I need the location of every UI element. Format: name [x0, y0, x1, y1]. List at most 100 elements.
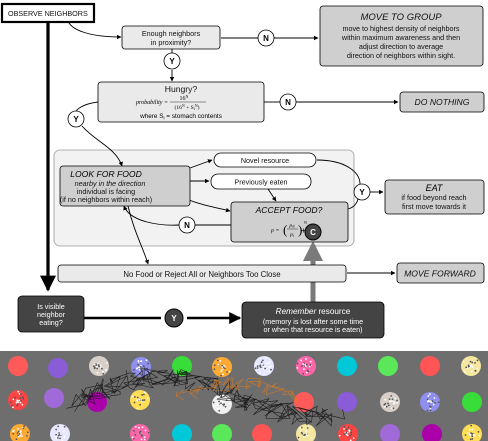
- look-for-food-title: LOOK FOR FOOD: [70, 169, 142, 179]
- move-forward-box: MOVE FORWARD: [396, 262, 485, 284]
- resource-patch: [8, 390, 28, 410]
- move-to-group-box: MOVE TO GROUP move to highest density of…: [319, 5, 484, 67]
- accept-food-plus: +: [301, 226, 306, 235]
- no-food-box: No Food or Reject All or Neighbors Too C…: [57, 264, 347, 283]
- hungry-numerator: 16N: [180, 94, 189, 102]
- arrow-previous-to-accept: [267, 188, 277, 202]
- do-nothing-label: DO NOTHING: [415, 97, 470, 107]
- arrow-novel-to-y: [316, 159, 361, 185]
- resource-patch: [89, 356, 109, 376]
- visible-neighbor-line-2: neighbor: [37, 310, 66, 319]
- n-circle-enough: N: [257, 29, 275, 47]
- n-circle-accept: N: [178, 216, 196, 234]
- enough-neighbors-line-2: in proximity?: [151, 38, 191, 47]
- resource-patch: [172, 424, 192, 441]
- novel-resource-label: Novel resource: [241, 156, 289, 165]
- y-circle-enough: Y: [163, 52, 181, 70]
- resource-patch: [48, 358, 68, 378]
- svg-text:N: N: [285, 98, 291, 107]
- accept-food-bracket-right: ): [298, 222, 302, 237]
- resource-patch: [10, 424, 30, 441]
- remember-resource-box: Remember resource (memory is lost after …: [241, 301, 385, 339]
- look-for-food-line-1: nearby in the direction: [75, 179, 146, 188]
- svg-text:Y: Y: [73, 115, 79, 124]
- move-to-group-line-2: within maximum awareness and then: [341, 33, 460, 42]
- svg-text:Y: Y: [359, 188, 365, 197]
- arrow-look-to-novel: [189, 159, 213, 169]
- eat-box: EAT if food beyond reach first move towa…: [384, 179, 485, 215]
- visible-neighbor-line-3: eating?: [39, 318, 63, 327]
- move-to-group-line-1: move to highest density of neighbors: [342, 24, 459, 33]
- svg-text:Y: Y: [171, 314, 177, 323]
- svg-text:N: N: [184, 221, 190, 230]
- observe-neighbors-label: OBSERVE NEIGHBORS: [8, 9, 88, 18]
- resource-patch: [296, 356, 316, 376]
- resource-patch: [44, 388, 64, 408]
- decision-circles: N Y N Y Y N C Y: [67, 29, 371, 328]
- svg-text:N: N: [263, 34, 269, 43]
- resource-patch: [462, 392, 482, 412]
- arrow-look-to-no-food: [127, 205, 150, 265]
- accept-food-bracket-left: (: [283, 222, 287, 237]
- do-nothing-box: DO NOTHING: [399, 91, 485, 113]
- resource-patch: [252, 424, 272, 441]
- eat-line-2: first move towards it: [402, 202, 466, 211]
- resource-patch: [8, 356, 28, 376]
- no-food-label: No Food or Reject All or Neighbors Too C…: [123, 270, 280, 279]
- look-for-food-box: LOOK FOR FOOD nearby in the direction in…: [59, 165, 191, 207]
- hungry-prob-label: probability =: [135, 100, 168, 106]
- look-for-food-line-3: (if no neighbors within reach): [60, 195, 152, 204]
- previously-eaten-box: Previously eaten: [210, 173, 312, 190]
- resource-patches: [8, 356, 482, 441]
- accept-food-rho: ρ =: [270, 228, 279, 234]
- accept-food-p-den: pi: [289, 232, 294, 238]
- y-circle-visible: Y: [164, 308, 184, 328]
- resource-patch: [420, 392, 440, 412]
- accept-food-p-num: pN: [288, 223, 295, 229]
- resource-patch: [378, 356, 398, 376]
- remember-title: Remember resource: [276, 307, 351, 316]
- arrow-y-to-look-food: [81, 125, 123, 167]
- y-circle-hungry: Y: [67, 110, 85, 128]
- remember-line-2: or when that resource is eaten): [263, 325, 362, 334]
- resource-patch: [462, 424, 482, 441]
- resource-patch: [130, 390, 150, 410]
- observe-neighbors-box: OBSERVE NEIGHBORS: [0, 2, 96, 24]
- move-forward-label: MOVE FORWARD: [404, 269, 476, 279]
- svg-text:Y: Y: [169, 57, 175, 66]
- accept-food-box: ACCEPT FOOD? ρ = ( pN pi ) N +: [230, 201, 349, 243]
- hungry-footer: where Si = stomach contents: [139, 113, 222, 121]
- look-for-food-line-2: individual is facing: [77, 187, 135, 196]
- hungry-denominator: (16N + SiN): [175, 104, 200, 111]
- foraging-trail: [66, 367, 345, 427]
- resource-patch: [461, 356, 481, 376]
- resource-patch: [422, 424, 442, 441]
- move-to-group-line-3: adjust direction to average: [359, 42, 443, 51]
- resource-patch: [380, 392, 400, 412]
- enough-neighbors-line-1: Enough neighbors: [142, 29, 201, 38]
- resource-patch: [87, 392, 107, 412]
- n-circle-hungry: N: [279, 93, 297, 111]
- connectors: [67, 19, 399, 276]
- move-to-group-line-4: direction of neighbors within sight.: [347, 51, 455, 60]
- enough-neighbors-box: Enough neighbors in proximity?: [121, 25, 221, 50]
- svg-text:C: C: [310, 228, 316, 237]
- eat-title: EAT: [426, 183, 444, 193]
- resource-patch: [130, 424, 150, 441]
- novel-resource-box: Novel resource: [213, 152, 317, 168]
- arrow-hungry-to-y: [75, 101, 99, 113]
- visible-neighbor-line-1: Is visible: [37, 302, 65, 311]
- resource-patch: [380, 424, 400, 441]
- hungry-box: Hungry? probability = 16N (16N + SiN) wh…: [97, 81, 265, 123]
- previously-eaten-label: Previously eaten: [234, 178, 287, 187]
- arrow-n-to-look-food: [123, 205, 180, 226]
- resource-patch: [337, 392, 357, 412]
- foraging-trail-orange: [175, 376, 298, 404]
- move-to-group-title: MOVE TO GROUP: [360, 12, 442, 23]
- visible-neighbor-box: Is visible neighbor eating?: [17, 295, 85, 333]
- resource-patch: [50, 424, 70, 441]
- eat-line-1: if food beyond reach: [401, 193, 466, 202]
- resource-patch: [212, 357, 232, 377]
- hungry-title: Hungry?: [165, 84, 198, 94]
